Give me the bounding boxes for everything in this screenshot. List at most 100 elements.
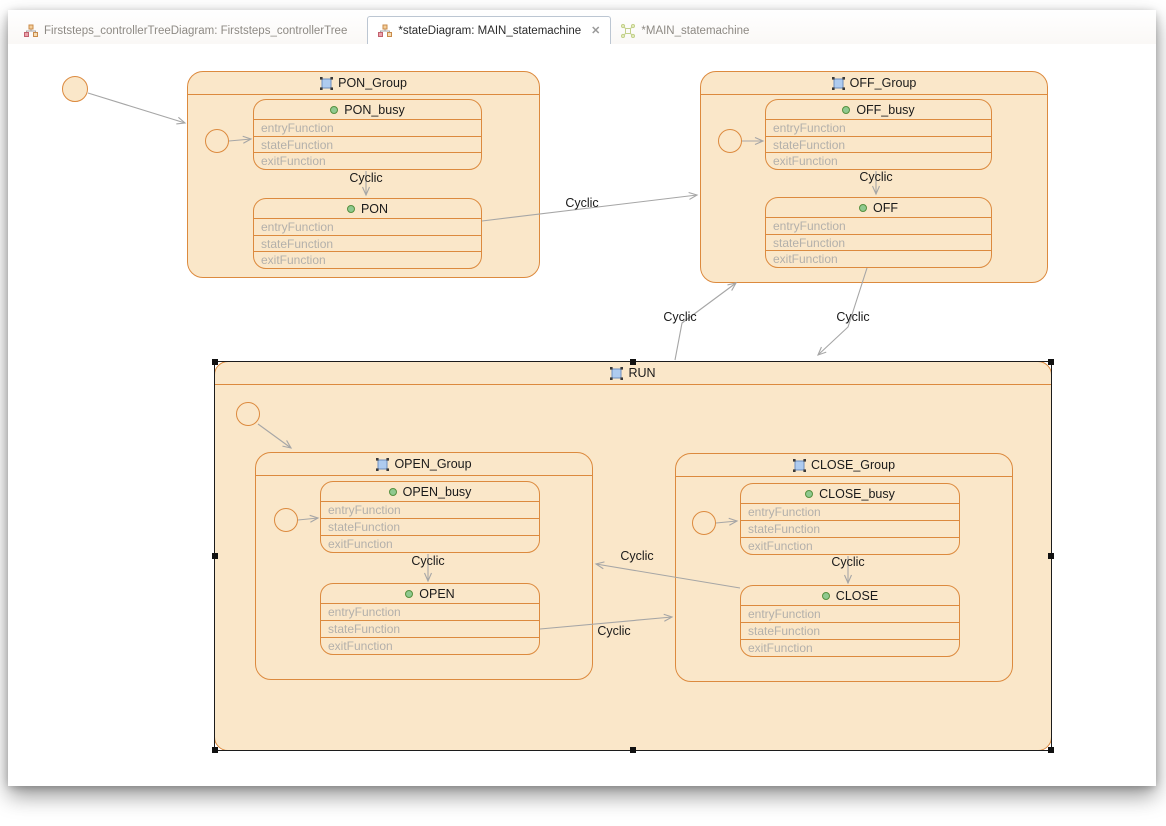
tab-firststeps-controller-tree-diagram[interactable]: Firststeps_controllerTreeDiagram: Firsts…	[14, 18, 357, 44]
state-title-row: CLOSE	[741, 586, 959, 606]
initial-state-top[interactable]	[62, 76, 88, 102]
state-function-row[interactable]: stateFunction	[741, 623, 959, 640]
state-function-row[interactable]: stateFunction	[321, 621, 539, 638]
group-header[interactable]: CLOSE_Group	[676, 454, 1012, 477]
transition-label[interactable]: Cyclic	[411, 554, 445, 568]
group-header[interactable]: PON_Group	[188, 72, 539, 95]
diagram-canvas[interactable]: PON_Group OFF_Group	[8, 44, 1156, 786]
state-title-row: CLOSE_busy	[741, 484, 959, 504]
composite-state-icon	[792, 458, 806, 472]
simple-state-icon	[805, 489, 814, 498]
composite-state-icon	[831, 76, 845, 90]
state-diagram-icon	[378, 24, 393, 38]
state-title: OPEN_busy	[402, 484, 472, 499]
exit-function-row[interactable]: exitFunction	[328, 639, 393, 653]
exit-function-row[interactable]: exitFunction	[261, 154, 326, 169]
entry-function-row[interactable]: entryFunction	[321, 604, 539, 621]
simple-state-icon	[346, 204, 355, 213]
group-header[interactable]: RUN	[215, 362, 1051, 385]
transition-init-to-pon-group[interactable]	[87, 92, 187, 125]
group-title: RUN	[628, 366, 656, 380]
exit-function-row[interactable]: exitFunction	[748, 539, 813, 553]
simple-state-icon	[842, 105, 851, 114]
group-header[interactable]: OFF_Group	[701, 72, 1047, 95]
exit-function-row[interactable]: exitFunction	[748, 641, 813, 655]
selection-handle-nw[interactable]	[212, 359, 218, 365]
editor-tab-bar: Firststeps_controllerTreeDiagram: Firsts…	[8, 10, 1156, 45]
state-function-row[interactable]: stateFunction	[766, 137, 991, 154]
entry-function-row[interactable]: entryFunction	[741, 606, 959, 623]
entry-function-row[interactable]: entryFunction	[254, 120, 481, 137]
state-function-row[interactable]: stateFunction	[766, 235, 991, 252]
composite-state-icon	[610, 366, 624, 380]
state-title: PON_busy	[344, 102, 405, 117]
state-title: CLOSE	[835, 588, 879, 603]
transition-label[interactable]: Cyclic	[349, 171, 383, 185]
initial-state-close-group[interactable]	[692, 511, 716, 535]
selection-handle-sw[interactable]	[212, 747, 218, 753]
initial-state-open-group[interactable]	[274, 508, 298, 532]
state-title-row: PON_busy	[254, 100, 481, 120]
selection-handle-w[interactable]	[212, 553, 218, 559]
transition-label[interactable]: Cyclic	[831, 555, 865, 569]
initial-state-run[interactable]	[236, 402, 260, 426]
transition-label[interactable]: Cyclic	[620, 549, 654, 563]
tab-state-diagram-main-statemachine[interactable]: *stateDiagram: MAIN_statemachine ✕	[367, 16, 612, 45]
exit-function-row[interactable]: exitFunction	[773, 154, 838, 169]
simple-state-icon	[330, 105, 339, 114]
transition-label[interactable]: Cyclic	[663, 310, 697, 324]
selection-handle-s[interactable]	[630, 747, 636, 753]
state-close-busy[interactable]: CLOSE_busy entryFunction stateFunction e…	[740, 483, 960, 555]
state-close[interactable]: CLOSE entryFunction stateFunction exitFu…	[740, 585, 960, 657]
state-title-row: OFF	[766, 198, 991, 218]
state-title-row: OPEN_busy	[321, 482, 539, 502]
state-function-row[interactable]: stateFunction	[321, 519, 539, 536]
state-title: CLOSE_busy	[819, 486, 895, 501]
state-function-row[interactable]: stateFunction	[254, 137, 481, 154]
transition-label[interactable]: Cyclic	[836, 310, 870, 324]
state-title: OFF	[873, 200, 898, 215]
state-title: OFF_busy	[856, 102, 915, 117]
state-title-row: OPEN	[321, 584, 539, 604]
tree-diagram-icon	[24, 24, 38, 38]
exit-function-row[interactable]: exitFunction	[328, 537, 393, 551]
state-pon-busy[interactable]: PON_busy entryFunction stateFunction exi…	[253, 99, 482, 170]
state-pon[interactable]: PON entryFunction stateFunction exitFunc…	[253, 198, 482, 269]
statemachine-icon	[621, 24, 636, 38]
selection-handle-n[interactable]	[630, 359, 636, 365]
group-title: OFF_Group	[849, 76, 917, 90]
tab-label: Firststeps_controllerTreeDiagram: Firsts…	[44, 25, 348, 37]
state-open-busy[interactable]: OPEN_busy entryFunction stateFunction ex…	[320, 481, 540, 553]
entry-function-row[interactable]: entryFunction	[741, 504, 959, 521]
state-off-busy[interactable]: OFF_busy entryFunction stateFunction exi…	[765, 99, 992, 170]
simple-state-icon	[859, 203, 867, 212]
transition-label[interactable]: Cyclic	[597, 624, 631, 638]
simple-state-icon	[388, 487, 397, 496]
exit-function-row[interactable]: exitFunction	[773, 252, 838, 267]
selection-handle-ne[interactable]	[1048, 359, 1054, 365]
initial-state-pon-group[interactable]	[205, 129, 229, 153]
group-header[interactable]: OPEN_Group	[256, 453, 592, 476]
entry-function-row[interactable]: entryFunction	[766, 120, 991, 137]
entry-function-row[interactable]: entryFunction	[254, 219, 481, 236]
state-title-row: PON	[254, 199, 481, 219]
state-function-row[interactable]: stateFunction	[741, 521, 959, 538]
transition-label[interactable]: Cyclic	[565, 196, 599, 210]
simple-state-icon	[821, 591, 830, 600]
state-open[interactable]: OPEN entryFunction stateFunction exitFun…	[320, 583, 540, 655]
selection-handle-e[interactable]	[1048, 553, 1054, 559]
state-function-row[interactable]: stateFunction	[254, 236, 481, 253]
tab-main-statemachine[interactable]: *MAIN_statemachine	[611, 18, 759, 44]
group-title: OPEN_Group	[394, 457, 472, 471]
state-title: PON	[360, 201, 389, 216]
close-icon[interactable]: ✕	[591, 25, 601, 37]
tab-label: *MAIN_statemachine	[641, 25, 750, 37]
entry-function-row[interactable]: entryFunction	[321, 502, 539, 519]
entry-function-row[interactable]: entryFunction	[766, 218, 991, 235]
selection-handle-se[interactable]	[1048, 747, 1054, 753]
initial-state-off-group[interactable]	[718, 129, 742, 153]
selection-outline-run	[212, 359, 1054, 753]
state-off[interactable]: OFF entryFunction stateFunction exitFunc…	[765, 197, 992, 268]
exit-function-row[interactable]: exitFunction	[261, 253, 326, 268]
transition-label[interactable]: Cyclic	[859, 170, 893, 184]
